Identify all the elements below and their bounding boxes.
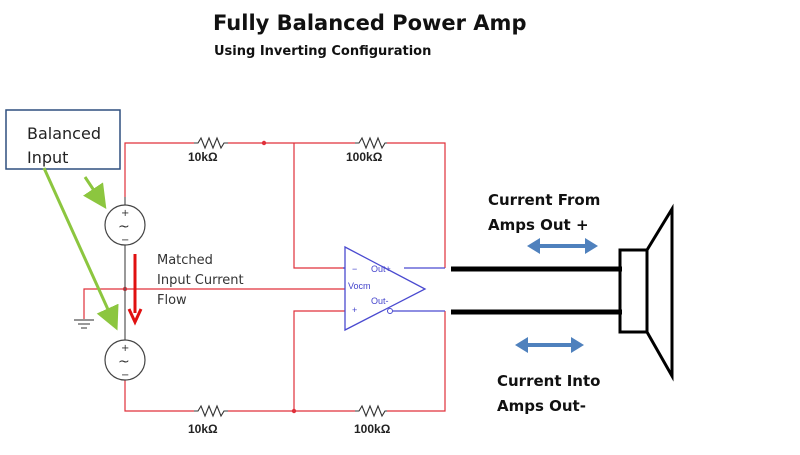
resistor-top-input-label: 10kΩ	[188, 150, 218, 164]
svg-text:Balanced: Balanced	[27, 124, 101, 143]
current-note-line2: Input Current	[157, 273, 244, 288]
diagram-title: Fully Balanced Power Amp	[213, 11, 526, 35]
top-wiring	[124, 140, 446, 269]
output-note-top-line1: Current From	[488, 191, 600, 209]
ground-icon	[74, 319, 94, 329]
current-note-line1: Matched	[157, 253, 213, 268]
svg-text:~: ~	[118, 354, 130, 370]
bottom-wiring	[124, 310, 446, 414]
pin-out-minus: Out-	[371, 296, 389, 306]
junction-dot-bottom	[291, 408, 297, 414]
pin-inverting: −	[352, 264, 357, 274]
resistor-top-feedback: 100kΩ	[346, 136, 387, 164]
resistor-bottom-input: 10kΩ	[188, 404, 228, 436]
svg-text:+: +	[121, 208, 129, 219]
resistor-top-input: 10kΩ	[188, 136, 228, 164]
svg-text:−: −	[121, 235, 129, 246]
pin-out-plus: Out+	[371, 264, 391, 274]
callout-arrow-icon	[42, 167, 119, 331]
speaker-cables	[451, 266, 622, 315]
svg-text:−: −	[121, 370, 129, 381]
current-flow-arrow-icon	[127, 254, 143, 326]
resistor-bottom-feedback-label: 100kΩ	[354, 422, 391, 436]
diagram-subtitle: Using Inverting Configuration	[214, 44, 431, 59]
pin-noninverting: +	[352, 305, 357, 315]
svg-text:Input: Input	[27, 148, 68, 167]
output-note-top-line2: Amps Out +	[488, 216, 589, 234]
resistor-bottom-feedback: 100kΩ	[354, 404, 391, 436]
junction-dot-top	[261, 140, 267, 146]
output-note-bottom-line1: Current Into	[497, 372, 600, 390]
ground-wiring	[83, 245, 345, 342]
ac-source-bottom-icon: + ~ −	[104, 339, 146, 381]
resistor-bottom-input-label: 10kΩ	[188, 422, 218, 436]
balanced-input-callout: Balanced Input	[5, 109, 121, 170]
svg-text:+: +	[121, 343, 129, 354]
ac-source-top-icon: + ~ −	[104, 197, 146, 246]
double-arrow-top-icon	[527, 238, 598, 254]
double-arrow-bottom-icon	[515, 337, 584, 353]
resistor-top-feedback-label: 100kΩ	[346, 150, 383, 164]
speaker-icon	[618, 203, 674, 382]
op-amp-symbol: − + Vocm Out+ Out-	[343, 245, 445, 332]
pin-vocm: Vocm	[348, 281, 371, 291]
current-note-line3: Flow	[157, 293, 187, 308]
output-note-bottom-line2: Amps Out-	[497, 397, 586, 415]
svg-text:~: ~	[118, 219, 130, 235]
